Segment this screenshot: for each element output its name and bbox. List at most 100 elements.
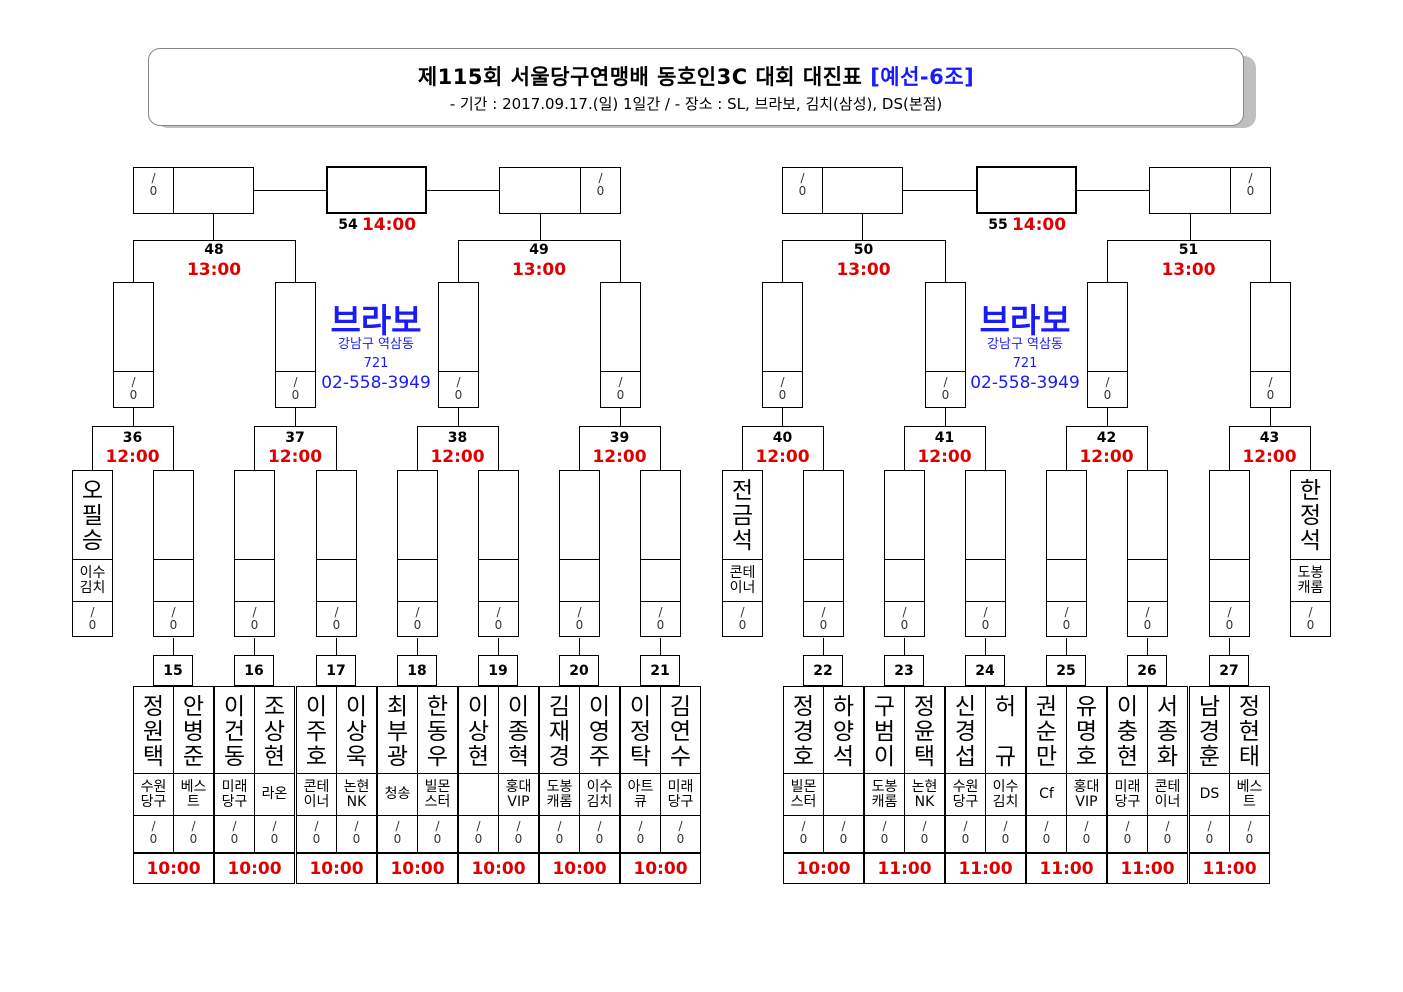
match-number: 39: [609, 430, 630, 446]
winner-slot: [397, 470, 438, 560]
connector-line: [458, 240, 459, 283]
score-cell: /0: [782, 167, 823, 214]
score-cell: /0: [620, 815, 661, 853]
match-time: 12:00: [1079, 447, 1134, 467]
winner-slot: [600, 282, 641, 372]
winner-club: [153, 559, 194, 602]
match-number: 27: [1209, 655, 1249, 686]
match-time: 13:00: [186, 260, 242, 280]
connector-line: [133, 240, 134, 283]
player-club: [458, 773, 499, 816]
connector-line: [620, 408, 621, 427]
match-number: 24: [965, 655, 1005, 686]
match-time: 13:00: [1161, 260, 1216, 280]
connector-line: [904, 638, 905, 656]
connector-line: [782, 240, 783, 283]
score-cell: /0: [904, 815, 945, 853]
winner-club: [803, 559, 844, 602]
connector-line: [498, 426, 499, 471]
winner-club: [965, 559, 1006, 602]
connector-line: [1077, 190, 1150, 191]
winner-slot: [234, 470, 275, 560]
winner-slot: [965, 470, 1006, 560]
connector-line: [903, 190, 977, 191]
score-cell: /0: [985, 815, 1026, 853]
match-number: 48: [204, 242, 224, 258]
connector-line: [498, 638, 499, 656]
connector-line: [540, 214, 541, 241]
connector-line: [1147, 638, 1148, 656]
winner-club: [234, 559, 275, 602]
match-number: 21: [640, 655, 680, 686]
score-cell: /0: [762, 371, 803, 408]
match-time: 10:00: [214, 853, 295, 884]
venue-phone: 02-558-3949: [321, 373, 431, 393]
match-number: 49: [529, 242, 549, 258]
connector-line: [1107, 240, 1108, 283]
match-time: 12:00: [917, 447, 972, 467]
score-cell: /0: [783, 815, 824, 853]
score-cell: /0: [640, 601, 681, 637]
venue-phone: 02-558-3949: [970, 373, 1080, 393]
score-cell: /0: [72, 601, 113, 637]
connector-line: [1270, 240, 1271, 283]
match-number: 36: [122, 430, 143, 446]
score-cell: /0: [458, 815, 499, 853]
connector-line: [782, 408, 783, 427]
match-number: 54: [338, 217, 358, 233]
connector-line: [660, 426, 661, 471]
connector-line: [620, 240, 621, 283]
connector-line: [1107, 408, 1108, 427]
winner-slot: [1127, 470, 1168, 560]
connector-line: [254, 190, 327, 191]
score-cell: /0: [1026, 815, 1067, 853]
venue-name: 브라보: [330, 301, 422, 340]
player-club: 라온: [254, 773, 295, 816]
winner-club: [316, 559, 357, 602]
connector-line: [254, 638, 255, 656]
score-cell: /0: [1046, 601, 1087, 637]
score-cell: /0: [275, 371, 316, 408]
connector-line: [985, 426, 986, 471]
match-number: 38: [447, 430, 468, 446]
connector-line: [945, 240, 946, 283]
connector-line: [295, 240, 296, 283]
score-cell: /0: [498, 815, 539, 853]
group-label: [예선-6조]: [870, 65, 975, 89]
score-cell: /0: [1107, 815, 1148, 853]
match-number: 42: [1096, 430, 1117, 446]
match-time: 11:00: [945, 853, 1026, 884]
winner-slot: [559, 470, 600, 560]
match-time: 10:00: [620, 853, 701, 884]
score-cell: /0: [1229, 815, 1270, 853]
winner-slot: [153, 470, 194, 560]
connector-line: [1066, 638, 1067, 656]
winner-club: [1046, 559, 1087, 602]
score-cell: /0: [1250, 371, 1291, 408]
score-cell: /0: [660, 815, 701, 853]
score-cell: /0: [296, 815, 337, 853]
connector-line: [458, 240, 621, 241]
connector-line: [173, 638, 174, 656]
match-time: 14:00: [361, 215, 417, 235]
score-cell: /0: [1066, 815, 1107, 853]
connector-line: [945, 408, 946, 427]
match-number: 15: [153, 655, 193, 686]
